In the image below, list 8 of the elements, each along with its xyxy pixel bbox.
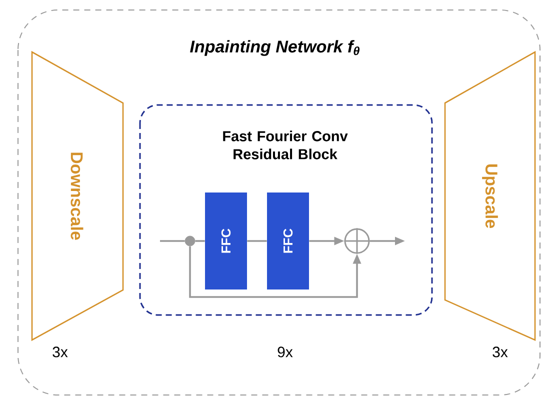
junction-dot [184, 236, 196, 246]
node-label: 3x [492, 346, 508, 358]
upscale-trapezoid: Upscale 3x [444, 50, 536, 358]
node-label: 3x [52, 346, 68, 358]
node-label: 9x [278, 346, 293, 358]
sum-circle [344, 228, 370, 254]
ffc-block: FFC [267, 192, 309, 290]
ffc-block: FFC [205, 192, 247, 290]
